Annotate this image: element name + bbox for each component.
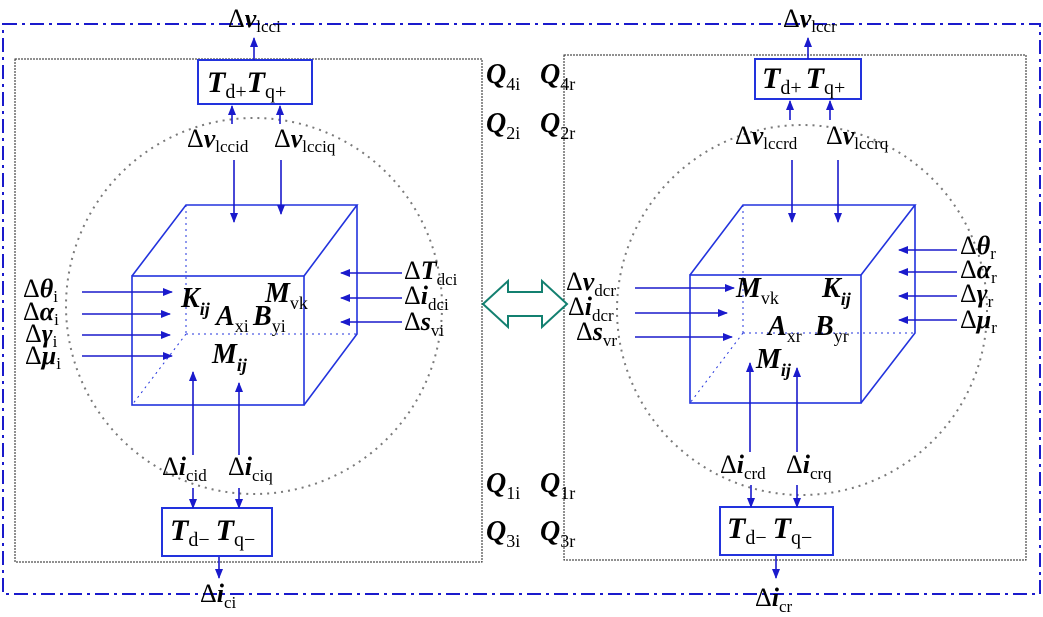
label-right-in-top-2: Δvlccrq bbox=[826, 121, 889, 153]
label-right-matrix-a: Axr bbox=[766, 311, 802, 346]
label-left-matrix-a: Axi bbox=[214, 301, 249, 336]
label-q2i: Q2i bbox=[486, 108, 520, 143]
label-left-in-left-2: Δαi bbox=[23, 297, 59, 329]
label-right-tbox-top: Td+Tq+ bbox=[762, 62, 845, 99]
right-cube-hidden-edges bbox=[689, 205, 915, 404]
label-right-in-left-2: Δidcr bbox=[568, 292, 614, 325]
label-q1i: Q1i bbox=[486, 468, 520, 503]
label-left-in-left-3: Δγi bbox=[25, 319, 58, 351]
label-right-matrix-mij: Mij bbox=[755, 344, 792, 380]
left-dotted-circle bbox=[65, 117, 443, 495]
label-left-in-bottom-1: Δicid bbox=[162, 452, 207, 485]
right-tbox-bottom bbox=[719, 506, 834, 556]
label-left-in-left-1: Δθi bbox=[23, 274, 58, 306]
label-q3r: Q3r bbox=[540, 516, 575, 551]
right-inner-frame bbox=[563, 54, 1027, 561]
left-inner-frame bbox=[14, 58, 483, 563]
label-right-in-left-3: Δsvr bbox=[576, 317, 617, 350]
label-right-matrix-mv: Mvk bbox=[735, 273, 779, 308]
label-q2r: Q2r bbox=[540, 108, 575, 143]
label-left-in-left-4: Δμi bbox=[25, 341, 61, 373]
label-right-in-top-1: Δvlccrd bbox=[735, 121, 798, 153]
label-left-matrix-k: Kij bbox=[180, 283, 211, 319]
right-dotted-circle bbox=[616, 124, 988, 496]
label-left-in-top-1: Δvlccid bbox=[187, 124, 249, 156]
left-cube bbox=[131, 204, 359, 406]
label-right-in-right-3: Δγr bbox=[960, 279, 994, 311]
label-left-out-bottom: Δici bbox=[200, 579, 237, 612]
label-left-tbox-bottom: Td−Tq− bbox=[170, 514, 255, 551]
label-left-in-right-1: ΔTdci bbox=[404, 256, 458, 289]
label-right-out-top: Δvlccr bbox=[783, 4, 837, 36]
label-right-matrix-k: Kij bbox=[821, 273, 852, 309]
label-q3i: Q3i bbox=[486, 516, 520, 551]
label-right-out-bottom: Δicr bbox=[755, 583, 793, 616]
bidirectional-arrow bbox=[481, 278, 569, 330]
label-left-out-top: Δvlcci bbox=[228, 4, 281, 36]
label-q1r: Q1r bbox=[540, 468, 575, 503]
label-left-matrix-b: Byi bbox=[252, 301, 286, 336]
label-q4r: Q4r bbox=[540, 59, 575, 94]
label-left-in-right-3: Δsvi bbox=[404, 307, 444, 340]
label-right-in-bottom-1: Δicrd bbox=[720, 450, 766, 483]
label-left-in-bottom-2: Δiciq bbox=[228, 452, 273, 485]
label-right-in-bottom-2: Δicrq bbox=[786, 450, 832, 483]
label-right-matrix-b: Byr bbox=[814, 311, 849, 346]
label-left-matrix-mij: Mij bbox=[211, 339, 248, 375]
label-right-tbox-bottom: Td−Tq− bbox=[727, 512, 812, 549]
right-cube bbox=[689, 204, 917, 404]
label-right-in-right-2: Δαr bbox=[960, 255, 997, 287]
left-tbox-top bbox=[197, 59, 313, 105]
left-cube-hidden-edges bbox=[131, 205, 357, 406]
label-left-matrix-mv: Mvk bbox=[264, 278, 308, 313]
label-right-in-right-1: Δθr bbox=[960, 231, 996, 263]
label-left-in-right-2: Δidci bbox=[404, 281, 449, 314]
label-right-in-left-1: Δvdcr bbox=[566, 267, 616, 300]
label-left-in-top-2: Δvlcciq bbox=[274, 124, 336, 156]
label-q4i: Q4i bbox=[486, 59, 520, 94]
outer-frame bbox=[2, 23, 1041, 595]
label-right-in-right-4: Δμr bbox=[960, 305, 997, 337]
label-left-tbox-top: Td+Tq+ bbox=[207, 66, 286, 103]
left-tbox-bottom bbox=[161, 507, 273, 557]
